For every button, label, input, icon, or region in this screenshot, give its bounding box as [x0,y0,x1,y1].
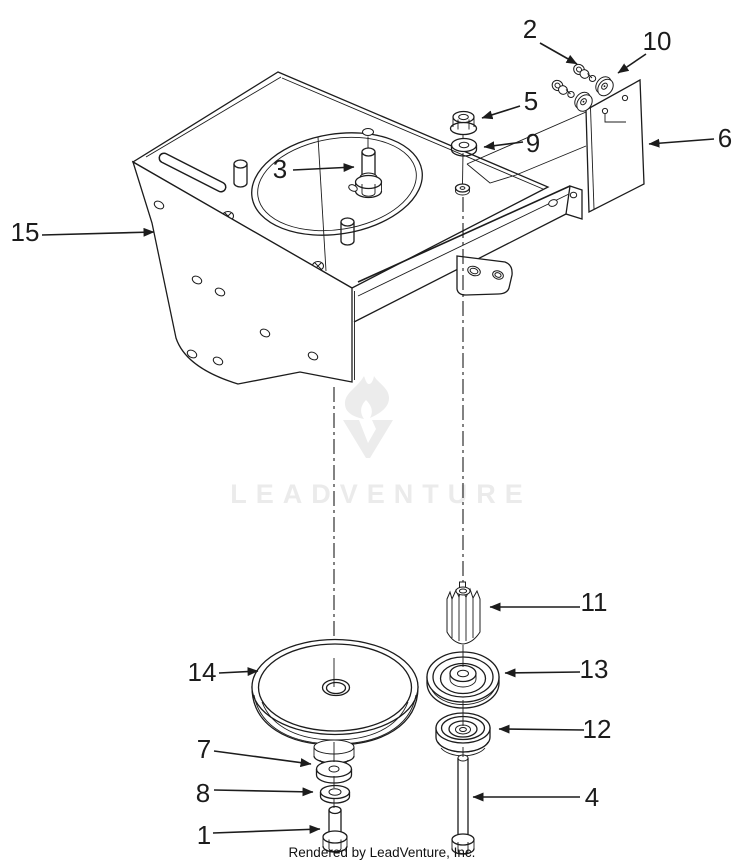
leadventure-watermark: LEADVENTURE [230,376,532,509]
callout-5-label: 5 [524,86,538,116]
screw [551,79,575,98]
callout-10-label: 10 [643,26,672,56]
callout-9-label: 9 [526,128,540,158]
side-plate-holes [153,200,319,366]
axis-lines [333,645,464,808]
long-hex-bolt [451,754,475,855]
callout-7-label: 7 [197,734,211,764]
callout-6-label: 6 [718,123,732,153]
callout-14-label: 14 [188,657,217,687]
callout-8-leader [213,787,314,797]
deck-pin [233,159,248,188]
callout-12-label: 12 [583,714,612,744]
callout-8: 8 [196,778,314,808]
large-pulley [251,638,419,765]
callout-13-leader [504,668,581,678]
hex-bolt [322,805,348,853]
callout-6-leader [648,138,715,148]
callout-6: 6 [648,123,732,153]
callout-15: 15 [11,217,155,247]
watermark-text: LEADVENTURE [230,479,532,509]
lock-washer [319,784,351,804]
washer [574,91,593,112]
callout-10: 10 [617,26,672,74]
callout-12: 12 [498,714,612,744]
callout-15-leader [41,227,155,237]
callout-2: 2 [523,14,578,65]
callout-7: 7 [197,734,312,768]
callout-3: 3 [273,154,355,184]
flame-icon [344,376,389,419]
callout-15-label: 15 [11,217,40,247]
callout-5: 5 [481,86,538,120]
callout-13: 13 [504,654,609,684]
callout-1-leader [212,824,321,834]
callout-9: 9 [483,128,540,158]
callout-13-label: 13 [580,654,609,684]
deck-side-plate [131,160,353,385]
deck-center-bolt [354,147,383,199]
callout-10-leader [617,53,647,74]
callout-8-label: 8 [196,778,210,808]
idler-pulley [426,651,500,709]
small-washer [454,183,471,196]
deck-slot [158,152,227,193]
engine-pulley [435,712,491,757]
callout-3-leader [292,163,355,173]
washer [595,76,614,97]
impeller-spacer [446,581,481,645]
washer [450,137,478,157]
flange-nut [449,110,478,136]
deck-opening [251,132,423,236]
callout-5-leader [481,105,521,120]
cover-plate [585,78,645,214]
callout-4-label: 4 [585,782,599,812]
v-logo-icon [343,420,393,458]
callout-3-label: 3 [273,154,287,184]
callout-1: 1 [197,820,321,850]
callout-1-label: 1 [197,820,211,850]
screw [573,63,597,82]
flat-washer [315,760,353,784]
callout-11-label: 11 [581,587,608,617]
footer-credit: Rendered by LeadVenture, Inc. [289,845,476,860]
callouts: 1 2 3 4 5 6 7 8 [11,14,733,850]
callout-4: 4 [472,782,599,812]
deck-pin [340,217,355,246]
deck-mount-bracket [456,255,513,296]
callout-14-leader [218,667,259,677]
callout-2-leader [539,42,578,65]
callout-7-leader [213,750,312,768]
callout-11: 11 [489,587,608,617]
callout-14: 14 [188,657,259,687]
callout-9-leader [483,141,524,151]
callout-12-leader [498,724,585,734]
callout-2-label: 2 [523,14,537,44]
deck-frame-assembly [131,71,587,385]
